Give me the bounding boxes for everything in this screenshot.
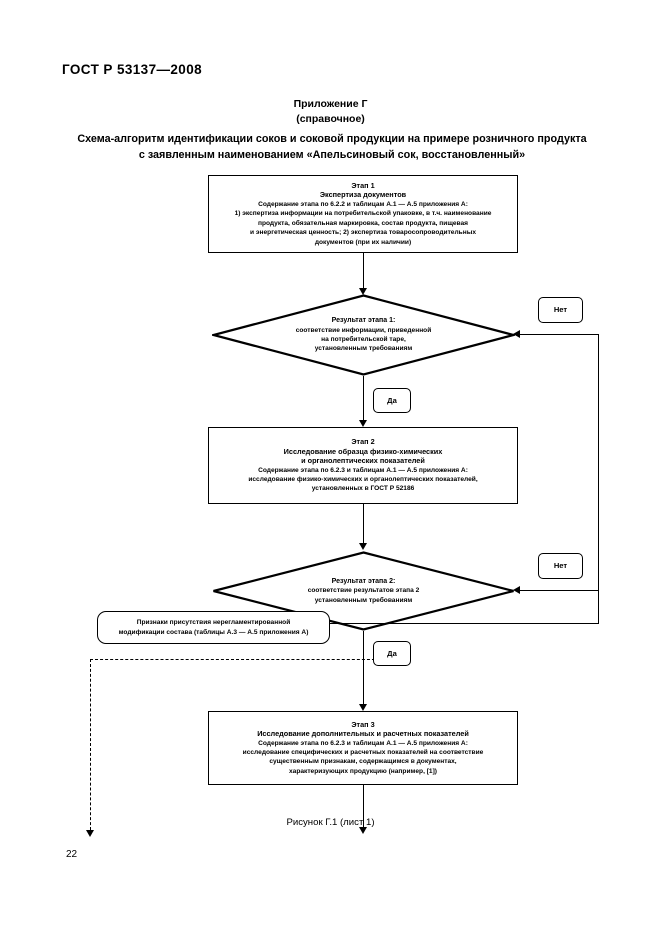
step-2-subheader-2: и органолептических показателей <box>301 456 425 466</box>
step-1-line-2: 1) экспертиза информации на потребительс… <box>234 210 492 218</box>
label-no-1: Нет <box>538 297 583 323</box>
standard-header: ГОСТ Р 53137—2008 <box>62 62 203 77</box>
step-1-header: Этап 1 <box>351 181 375 191</box>
flow-decision-1: Результат этапа 1: соответствие информац… <box>212 294 515 376</box>
scheme-title-line-1: Схема-алгоритм идентификации соков и сок… <box>77 133 587 145</box>
arrow-decision1-no <box>513 330 520 338</box>
dashed-connector-top <box>90 659 380 660</box>
right-rail-no-branch <box>598 334 599 624</box>
dashed-connector-left-down <box>90 659 91 835</box>
decision-1-line-2: на потребительской таре, <box>321 336 406 343</box>
step-3-line-4: характеризующих продукцию (например, [1]… <box>289 767 437 775</box>
connector-decision1-no <box>520 334 599 335</box>
figure-caption: Рисунок Г.1 (лист 1) <box>286 817 375 828</box>
step-2-header: Этап 2 <box>351 437 375 447</box>
flow-box-step-3: Этап 3 Исследование дополнительных и рас… <box>208 711 518 785</box>
note-box-line-1: Признаки присутствия нерегламентированно… <box>136 618 291 626</box>
arrow-decision2-no <box>513 586 520 594</box>
decision-2-line-1: соответствие результатов этапа 2 <box>307 587 420 595</box>
step-3-line-1: Содержание этапа по 6.2.3 и таблицам А.1… <box>258 739 468 747</box>
label-yes-2: Да <box>373 641 411 666</box>
flow-note-box-modification: Признаки присутствия нерегламентированно… <box>97 611 330 644</box>
arrow-decision1-yes <box>359 420 367 427</box>
label-no-2: Нет <box>538 553 583 579</box>
connector-step1-to-decision1 <box>363 253 364 291</box>
step-3-header: Этап 3 <box>351 719 375 729</box>
scheme-title-block: Схема-алгоритм идентификации соков и сок… <box>52 131 612 163</box>
decision-1-line-3: установленным требованиям <box>314 345 413 353</box>
annex-title-block: Приложение Г (справочное) <box>0 97 661 127</box>
connector-decision1-yes <box>363 376 364 424</box>
connector-decision2-yes <box>363 631 364 707</box>
annex-subtitle: (справочное) <box>296 113 365 125</box>
connector-decision2-no <box>520 590 599 591</box>
connector-step3-exit <box>363 785 364 830</box>
step-1-line-4: и энергетическая ценность; 2) экспертиза… <box>250 229 476 237</box>
step-2-line-1: Содержание этапа по 6.2.3 и таблицам А.1… <box>258 466 468 474</box>
arrow-decision2-yes <box>359 704 367 711</box>
step-2-line-2: исследование физико-химических и органол… <box>248 475 478 483</box>
note-box-line-2: модификации состава (таблицы А.3 — А.5 п… <box>118 628 309 636</box>
step-2-line-3: установленных в ГОСТ Р 52186 <box>311 485 415 493</box>
label-yes-1: Да <box>373 388 411 413</box>
annex-title: Приложение Г <box>293 98 368 110</box>
step-2-subheader-1: Исследование образца физико-химических <box>283 446 443 456</box>
step-1-line-3: продукта, обязательная маркировка, соста… <box>257 219 469 227</box>
arrow-step3-exit <box>359 827 367 834</box>
decision-2-header: Результат этапа 2: <box>331 577 396 585</box>
step-3-line-3: существенным признакам, содержащимся в д… <box>269 758 457 766</box>
connector-step2-to-decision2 <box>363 504 364 546</box>
step-1-subheader: Экспертиза документов <box>319 190 407 200</box>
arrow-dashed-bottom-left <box>86 830 94 837</box>
step-3-line-2: исследование специфических и расчетных п… <box>242 749 484 756</box>
decision-1-line-1: соответствие информации, приведенной <box>295 326 432 334</box>
step-3-subheader: Исследование дополнительных и расчетных … <box>257 729 469 739</box>
decision-2-line-2: установленным требованиям <box>314 596 413 604</box>
page-number: 22 <box>66 849 78 860</box>
flow-box-step-1: Этап 1 Экспертиза документов Содержание … <box>208 175 518 253</box>
flow-decision-2: Результат этапа 2: соответствие результа… <box>212 551 515 631</box>
arrow-step1-to-decision1 <box>359 288 367 295</box>
step-1-line-5: документов (при их наличии) <box>314 238 412 246</box>
decision-1-header: Результат этапа 1: <box>331 317 396 325</box>
connector-right-rail-bottom <box>213 623 599 624</box>
arrow-step2-to-decision2 <box>359 543 367 550</box>
step-1-line-1: Содержание этапа по 6.2.2 и таблицам А.1… <box>258 200 468 208</box>
scheme-title-line-2: с заявленным наименованием «Апельсиновый… <box>138 149 526 161</box>
flow-box-step-2: Этап 2 Исследование образца физико-химич… <box>208 427 518 504</box>
